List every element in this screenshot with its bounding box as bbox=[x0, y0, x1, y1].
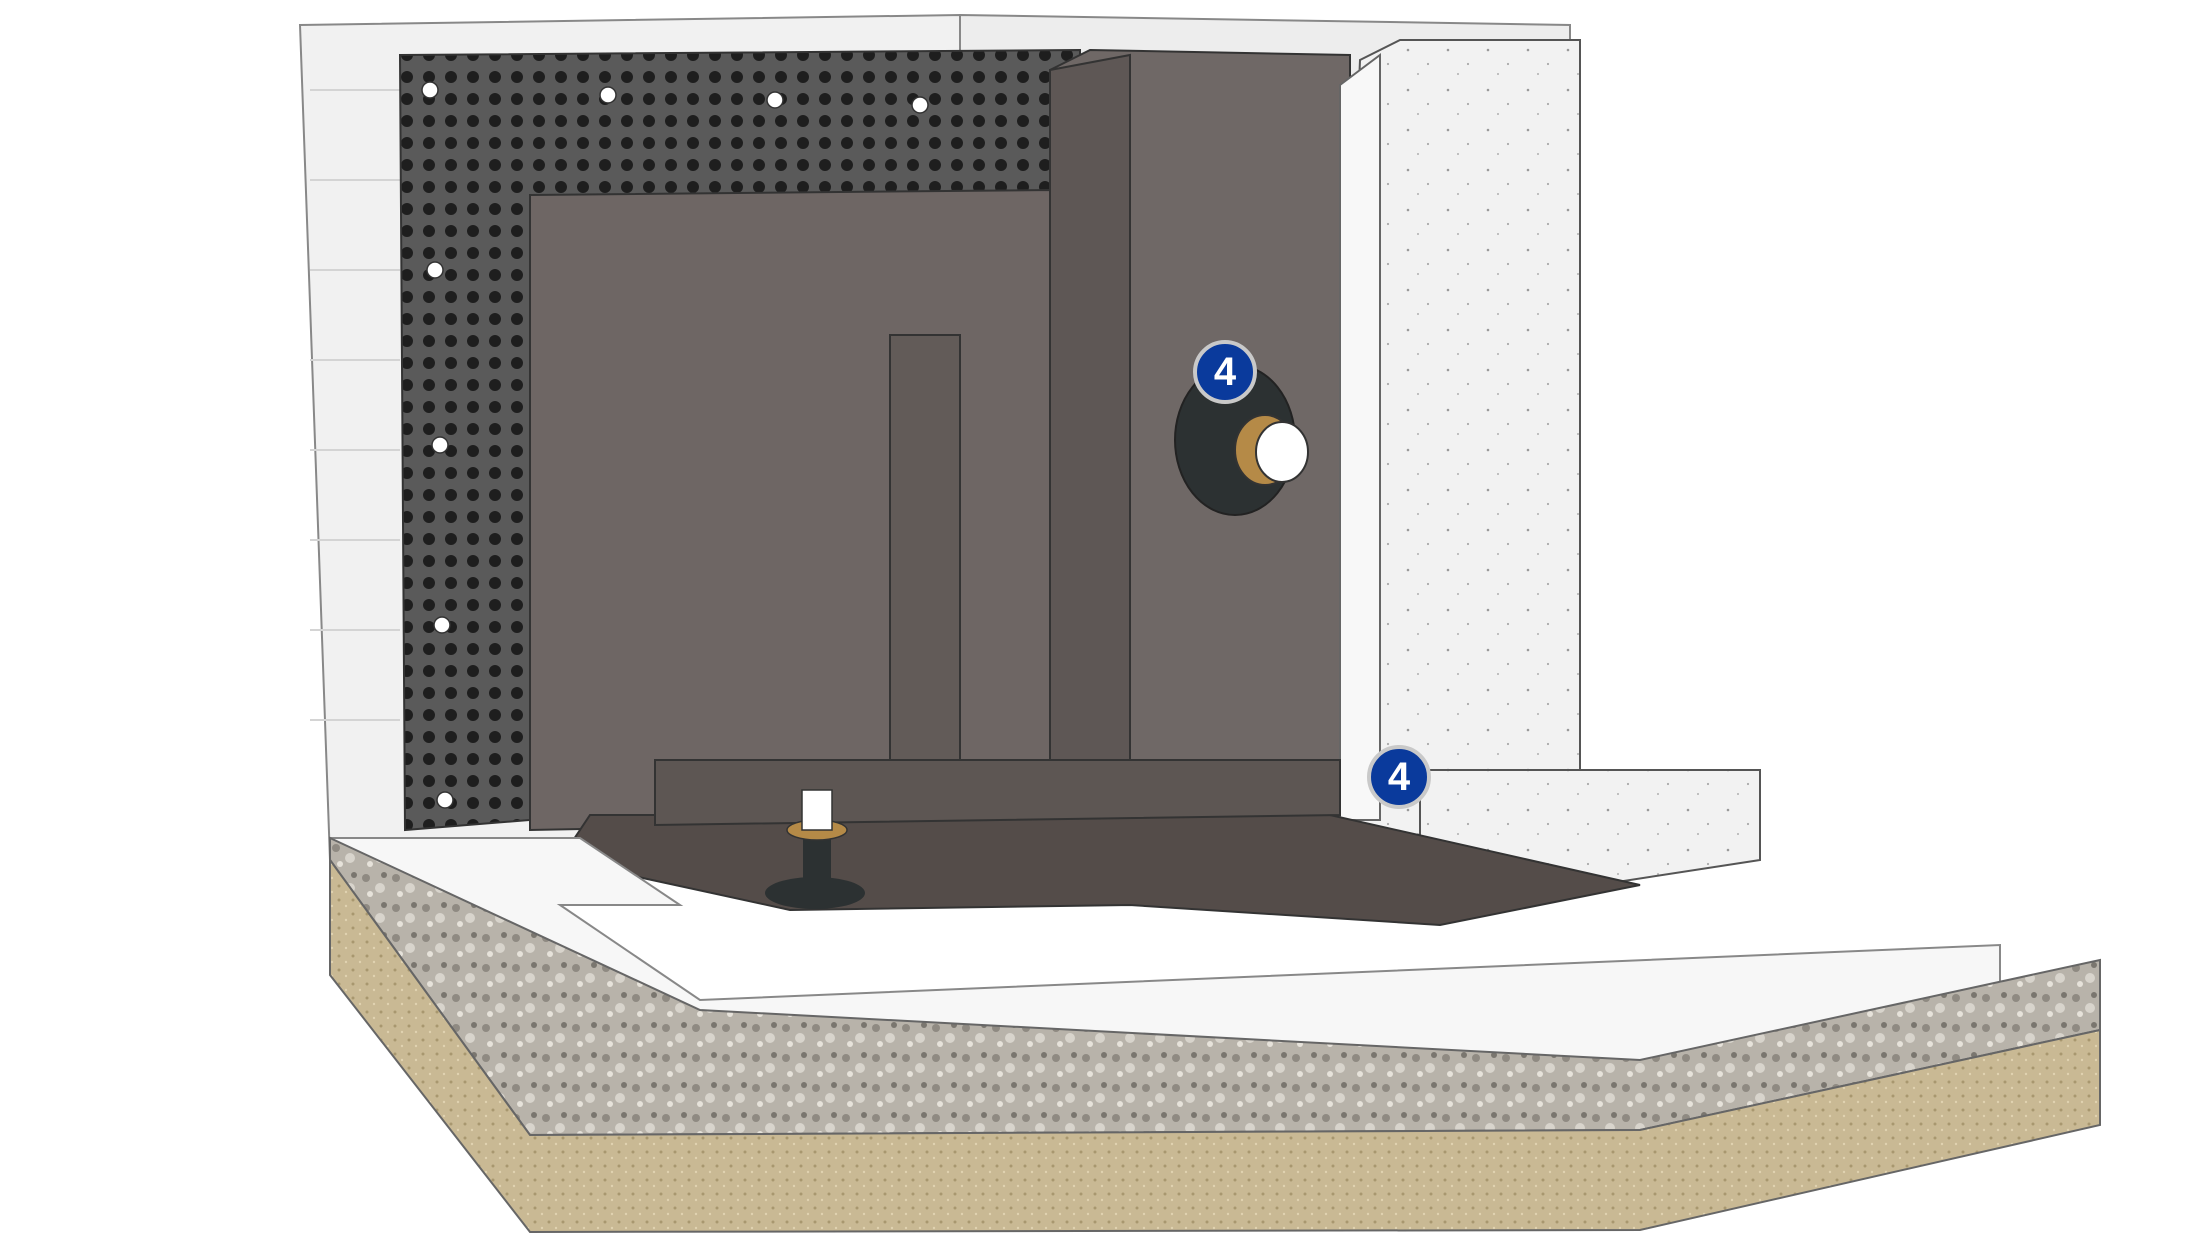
fastener-washers bbox=[421, 81, 929, 809]
soil-layer bbox=[329, 856, 2101, 1234]
floor-drain bbox=[765, 789, 865, 909]
concrete-wall-block bbox=[1349, 39, 1581, 861]
floor-membrane-upturn bbox=[654, 759, 1341, 827]
callout-badge-wall-floor-joint[interactable]: 4 bbox=[1367, 745, 1431, 809]
membrane-corner-strip bbox=[1049, 53, 1131, 822]
pipe-penetration bbox=[1174, 364, 1309, 516]
membrane-wall-left bbox=[529, 188, 1051, 832]
callout-badge-pipe-penetration[interactable]: 4 bbox=[1193, 340, 1257, 404]
concrete-wall-face bbox=[1339, 53, 1381, 821]
membrane-vertical-strip bbox=[889, 334, 961, 816]
